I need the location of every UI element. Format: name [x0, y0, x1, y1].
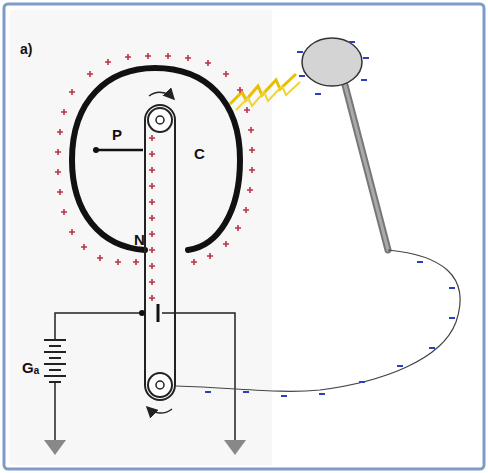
lower-comb — [157, 304, 160, 322]
negative-charges — [205, 42, 455, 396]
battery-symbol — [44, 340, 66, 382]
part-label: N — [134, 232, 145, 247]
rotation-arrow — [149, 92, 173, 98]
ground-wire — [176, 250, 460, 391]
top-pulley — [148, 108, 172, 132]
upper-comb — [96, 149, 143, 152]
comb-dot — [139, 310, 145, 316]
bottom-pulley — [148, 373, 172, 397]
dome-conductor — [72, 68, 240, 250]
rotation-arrow — [148, 408, 172, 413]
positive-charges — [55, 53, 255, 301]
discharge-sphere — [302, 38, 362, 86]
discharge-rod — [345, 85, 388, 250]
outer-frame — [4, 4, 484, 469]
wire — [55, 313, 142, 340]
part-label: P — [112, 127, 122, 142]
spark — [236, 82, 300, 110]
bottom-pulley-axle — [156, 381, 164, 389]
wire — [162, 313, 235, 440]
part-label: Gₐ — [22, 360, 39, 375]
top-pulley-axle — [156, 116, 164, 124]
wire — [54, 382, 56, 440]
belt-left — [144, 120, 146, 385]
ground-symbol — [44, 440, 66, 455]
discharge-rod — [345, 85, 388, 250]
comb-dot — [93, 147, 99, 153]
panel-label: a) — [20, 42, 32, 56]
belt-right — [174, 120, 176, 385]
part-label: C — [194, 146, 205, 161]
ground-symbol — [224, 440, 246, 455]
image-panel — [10, 10, 272, 465]
